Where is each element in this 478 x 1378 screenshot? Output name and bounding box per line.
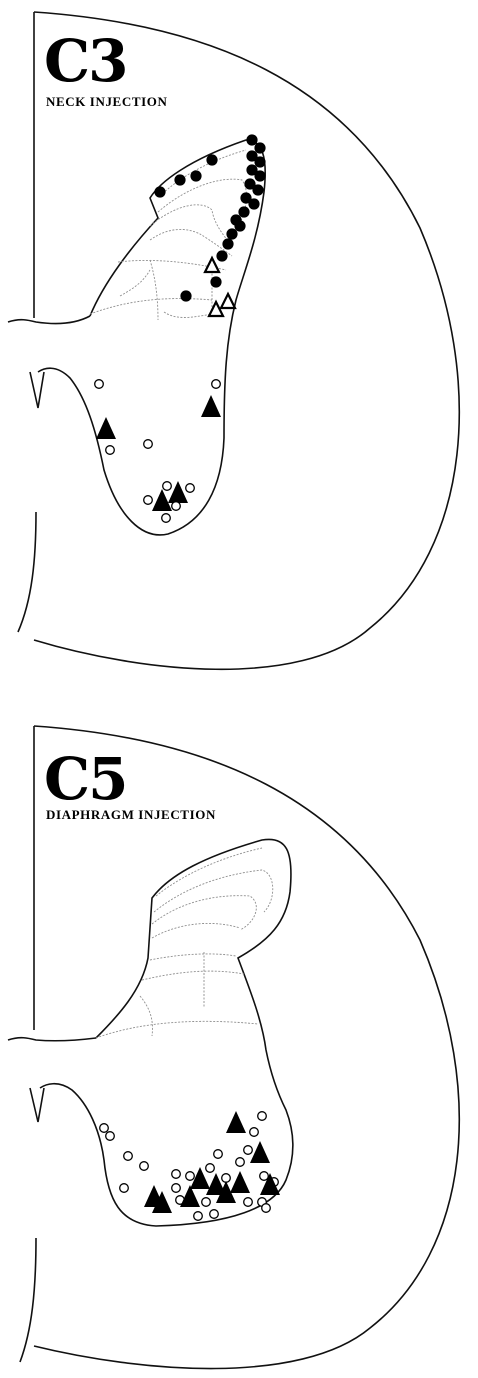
c3-central-region — [8, 316, 90, 324]
c5-outer-contour — [34, 726, 459, 1369]
spinal-level-label: C3 — [44, 32, 127, 90]
c3-ventral-fissure — [18, 512, 36, 632]
panel-c5-diaphragm-injection: C5 DIAPHRAGM INJECTION — [0, 690, 478, 1378]
c5-grey-matter-outline — [40, 839, 293, 1226]
c3-central-canal-notch — [30, 372, 44, 408]
c3-grey-matter-outline — [38, 140, 265, 535]
injection-site-label: DIAPHRAGM INJECTION — [46, 808, 216, 822]
injection-site-label: NECK INJECTION — [46, 95, 167, 109]
c3-laminae — [90, 150, 247, 320]
c5-central-canal-notch — [30, 1088, 44, 1122]
spinal-level-label: C5 — [44, 750, 127, 808]
c5-central-region — [8, 1038, 96, 1041]
panel-c3-neck-injection: C3 NECK INJECTION — [0, 0, 478, 680]
c5-ventral-fissure — [20, 1238, 36, 1362]
c3-outer-contour — [34, 12, 459, 669]
